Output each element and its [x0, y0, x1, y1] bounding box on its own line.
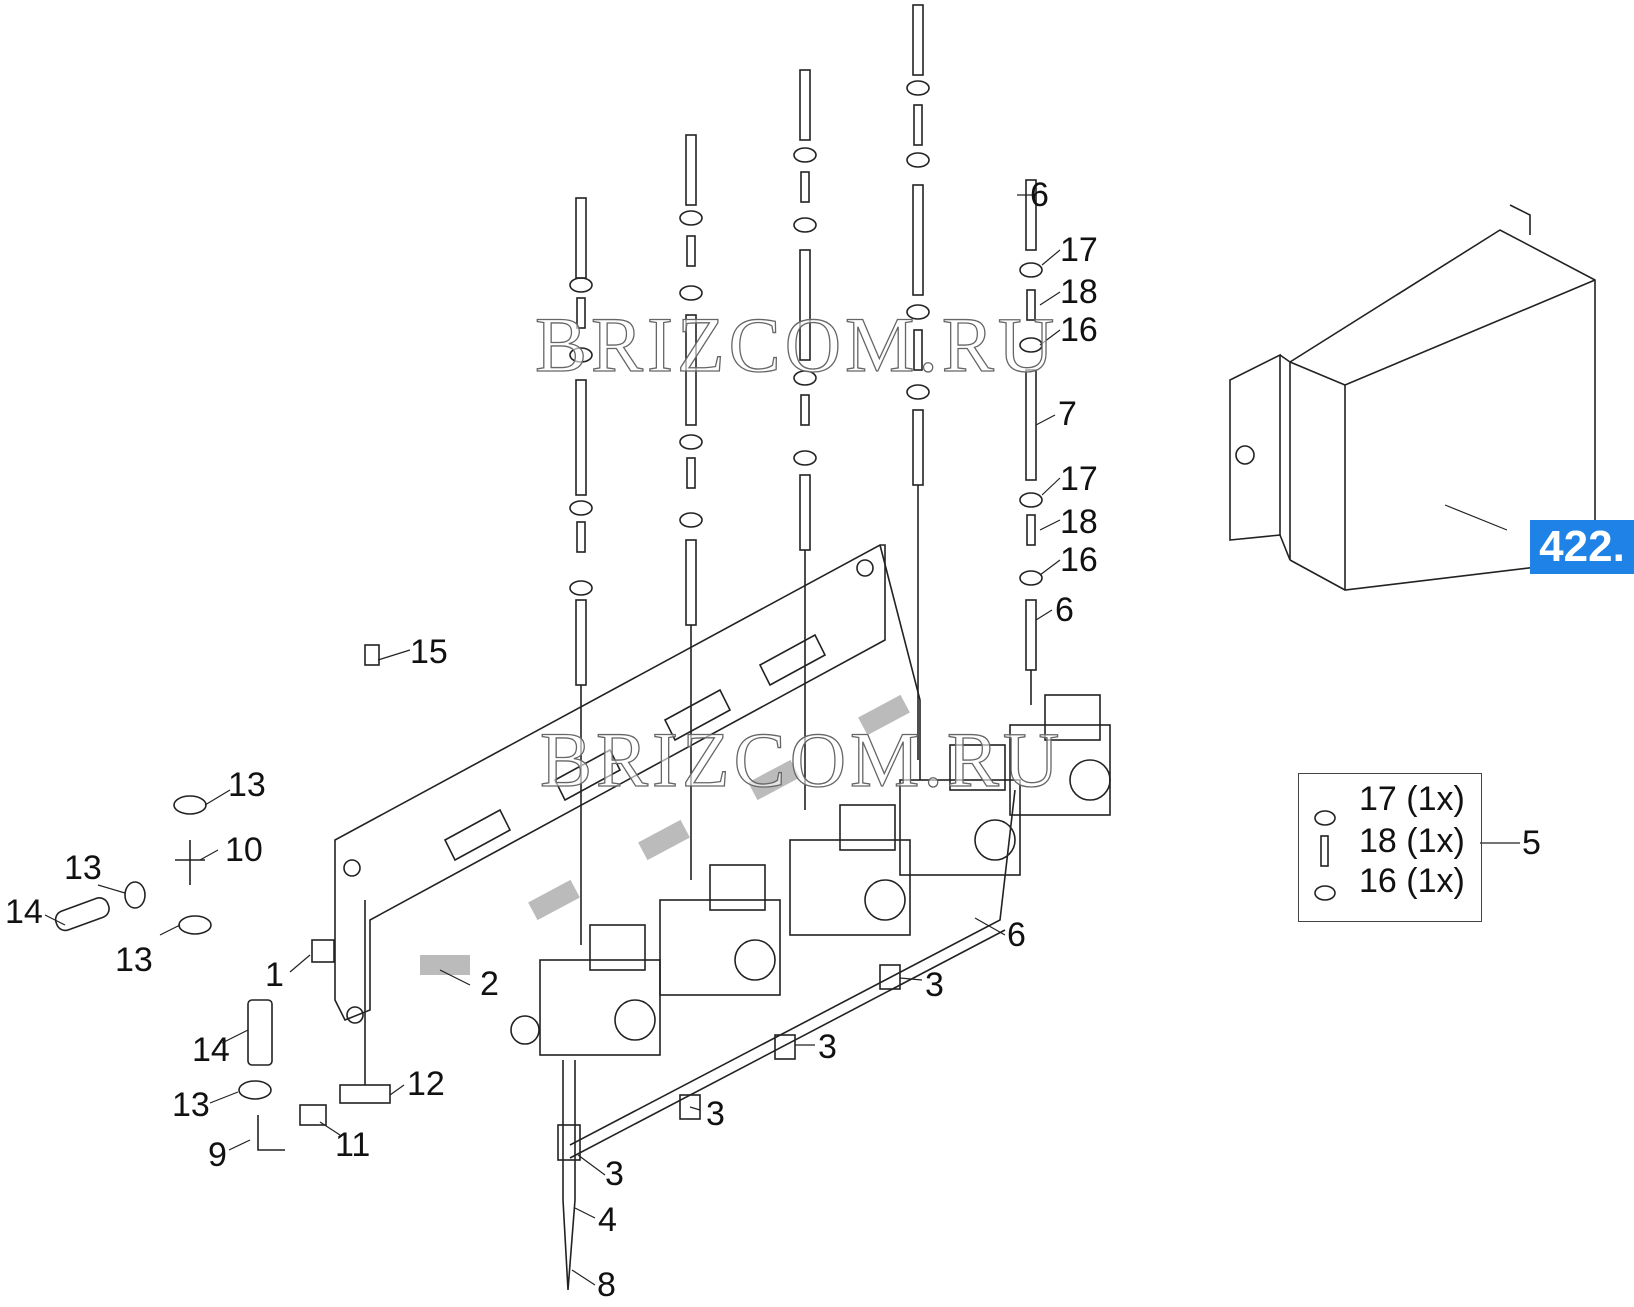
watermark: BRIZCOM.RU	[539, 715, 1064, 803]
callout-18: 18	[1060, 503, 1098, 541]
leader-lines	[44, 194, 1520, 1286]
callout-12: 12	[407, 1065, 445, 1103]
kit-icons	[1314, 810, 1336, 901]
kit-item-17: 17 (1x)	[1359, 780, 1465, 818]
callout-1: 1	[265, 956, 284, 994]
callout-2: 2	[480, 965, 499, 1003]
clamps-and-nipples	[569, 80, 1043, 596]
callout-17: 17	[1060, 231, 1098, 269]
callout-16: 16	[1060, 311, 1098, 349]
control-box	[1229, 204, 1596, 591]
callout-8: 8	[597, 1266, 616, 1304]
kit-item-18: 18 (1x)	[1359, 822, 1465, 860]
callout-7: 7	[1058, 395, 1077, 433]
callout-6: 6	[1055, 591, 1074, 629]
callout-3: 3	[818, 1028, 837, 1066]
kit-item-16: 16 (1x)	[1359, 862, 1465, 900]
callout-16: 16	[1060, 541, 1098, 579]
callout-3: 3	[706, 1095, 725, 1133]
callout-15: 15	[410, 633, 448, 671]
callout-18: 18	[1060, 273, 1098, 311]
solenoid-valves	[510, 694, 1111, 1056]
callout-17: 17	[1060, 460, 1098, 498]
reference-badge[interactable]: 422.	[1530, 520, 1634, 574]
callout-13: 13	[172, 1086, 210, 1124]
callout-9: 9	[208, 1136, 227, 1174]
callout-14: 14	[5, 893, 43, 931]
callout-13: 13	[64, 849, 102, 887]
callout-13: 13	[228, 766, 266, 804]
callout-4: 4	[598, 1201, 617, 1239]
callout-6: 6	[1007, 916, 1026, 954]
callout-3: 3	[925, 966, 944, 1004]
mounting-plate	[334, 544, 921, 1024]
callout-6: 6	[1030, 176, 1049, 214]
callout-10: 10	[225, 831, 263, 869]
callout-13: 13	[115, 941, 153, 979]
accessory-kit-box: 17 (1x) 18 (1x) 16 (1x)	[1298, 773, 1482, 922]
callout-11: 11	[335, 1126, 371, 1164]
callout-3: 3	[605, 1155, 624, 1193]
manifold-tubing	[557, 789, 1016, 1291]
callout-14: 14	[192, 1031, 230, 1069]
callout-5: 5	[1522, 824, 1541, 862]
loose-parts	[54, 644, 391, 1151]
tube-columns	[575, 4, 1037, 945]
watermark: BRIZCOM.RU	[534, 300, 1059, 388]
